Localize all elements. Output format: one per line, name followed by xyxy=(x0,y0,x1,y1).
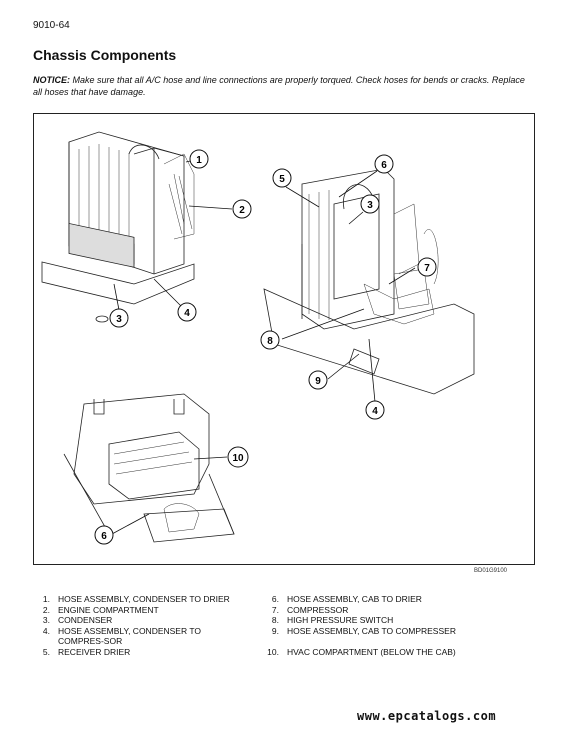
legend-number: 2. xyxy=(42,604,50,615)
callout-4-left: 4 xyxy=(177,302,197,322)
legend-item: 9. HOSE ASSEMBLY, CAB TO COMPRESSER xyxy=(262,626,472,637)
notice-text: Make sure that all A/C hose and line con… xyxy=(33,75,525,97)
notice-paragraph: NOTICE: Make sure that all A/C hose and … xyxy=(33,74,533,98)
callout-7-label: 7 xyxy=(424,263,430,274)
callout-6-top: 6 xyxy=(374,154,394,174)
legend-item: 7. COMPRESSOR xyxy=(262,605,472,616)
callout-2-label: 2 xyxy=(239,205,245,216)
watermark-link[interactable]: www.epcatalogs.com xyxy=(357,709,497,723)
callout-8-label: 8 xyxy=(267,336,273,347)
callout-5-label: 5 xyxy=(279,174,285,185)
legend-item: 6. HOSE ASSEMBLY, CAB TO DRIER xyxy=(262,594,472,605)
callout-3-right: 3 xyxy=(360,194,380,214)
hvac-drawing-bottom xyxy=(63,393,235,543)
legend-text: HOSE ASSEMBLY, CAB TO DRIER xyxy=(287,594,422,604)
callout-8: 8 xyxy=(260,330,280,350)
legend-item: 1. HOSE ASSEMBLY, CONDENSER TO DRIER xyxy=(33,594,243,605)
illustration-drawing: 1 2 3 4 5 6 3 7 8 9 4 10 6 xyxy=(41,131,475,545)
callout-9: 9 xyxy=(308,370,328,390)
legend-number: 8. xyxy=(271,615,279,625)
callout-10-label: 10 xyxy=(232,453,244,464)
legend-text: HVAC COMPARTMENT (BELOW THE CAB) xyxy=(287,646,456,657)
legend-text: RECEIVER DRIER xyxy=(58,646,131,657)
legend-number: 6. xyxy=(271,594,279,604)
legend-item: 4. HOSE ASSEMBLY, CONDENSER TO COMPRES-SO… xyxy=(33,626,243,647)
legend-number: 1. xyxy=(42,594,50,604)
callout-5: 5 xyxy=(272,168,292,188)
legend-number: 9. xyxy=(271,625,279,636)
legend-text: HOSE ASSEMBLY, CONDENSER TO COMPRES-SOR xyxy=(58,625,201,647)
legend-number: 4. xyxy=(42,625,50,636)
notice-label: NOTICE: xyxy=(33,75,70,85)
callout-7: 7 xyxy=(417,257,437,277)
callout-4-right-label: 4 xyxy=(372,406,378,417)
legend-number: 5. xyxy=(42,646,50,657)
callout-3-left-label: 3 xyxy=(116,314,122,325)
legend-left: 1. HOSE ASSEMBLY, CONDENSER TO DRIER 2. EN… xyxy=(33,594,243,657)
legend-number: 7. xyxy=(271,604,279,615)
callout-6-top-label: 6 xyxy=(381,160,387,171)
legend-item: 2. ENGINE COMPARTMENT xyxy=(33,605,243,616)
legend-text: CONDENSER xyxy=(58,615,113,625)
legend-number: 3. xyxy=(42,615,50,625)
legend-item: 8. HIGH PRESSURE SWITCH xyxy=(262,615,472,626)
page-title: Chassis Components xyxy=(33,47,177,63)
chassis-illustration: 1 2 3 4 5 6 3 7 8 9 4 10 6 xyxy=(33,113,535,565)
legend-text: HOSE ASSEMBLY, CAB TO COMPRESSER xyxy=(287,625,456,636)
callout-6-bottom: 6 xyxy=(94,525,114,545)
callout-3-right-label: 3 xyxy=(367,200,373,211)
legend-text: ENGINE COMPARTMENT xyxy=(58,604,159,615)
legend-number: 10. xyxy=(267,646,279,657)
legend-text: COMPRESSOR xyxy=(287,604,349,615)
figure-code: BD01G9100 xyxy=(474,568,508,574)
legend-text: HOSE ASSEMBLY, CONDENSER TO DRIER xyxy=(58,594,230,604)
legend-right: 6. HOSE ASSEMBLY, CAB TO DRIER 7. COMPRESS… xyxy=(262,594,472,657)
callout-6-bottom-label: 6 xyxy=(101,531,107,542)
callout-3-left: 3 xyxy=(109,308,129,328)
callout-4-right: 4 xyxy=(365,400,385,420)
condenser-drawing-left xyxy=(41,131,195,323)
page-number: 9010-64 xyxy=(33,20,70,31)
callout-2: 2 xyxy=(232,199,252,219)
legend-item: 3. CONDENSER xyxy=(33,615,243,626)
callout-4-left-label: 4 xyxy=(184,308,190,319)
legend-item: 5. RECEIVER DRIER xyxy=(33,647,243,658)
legend-item: 10. HVAC COMPARTMENT (BELOW THE CAB) xyxy=(262,647,472,658)
callout-9-label: 9 xyxy=(315,376,321,387)
callout-1-label: 1 xyxy=(196,155,202,166)
callout-1: 1 xyxy=(189,149,209,169)
legend-text: HIGH PRESSURE SWITCH xyxy=(287,615,394,625)
callout-10: 10 xyxy=(227,446,249,468)
